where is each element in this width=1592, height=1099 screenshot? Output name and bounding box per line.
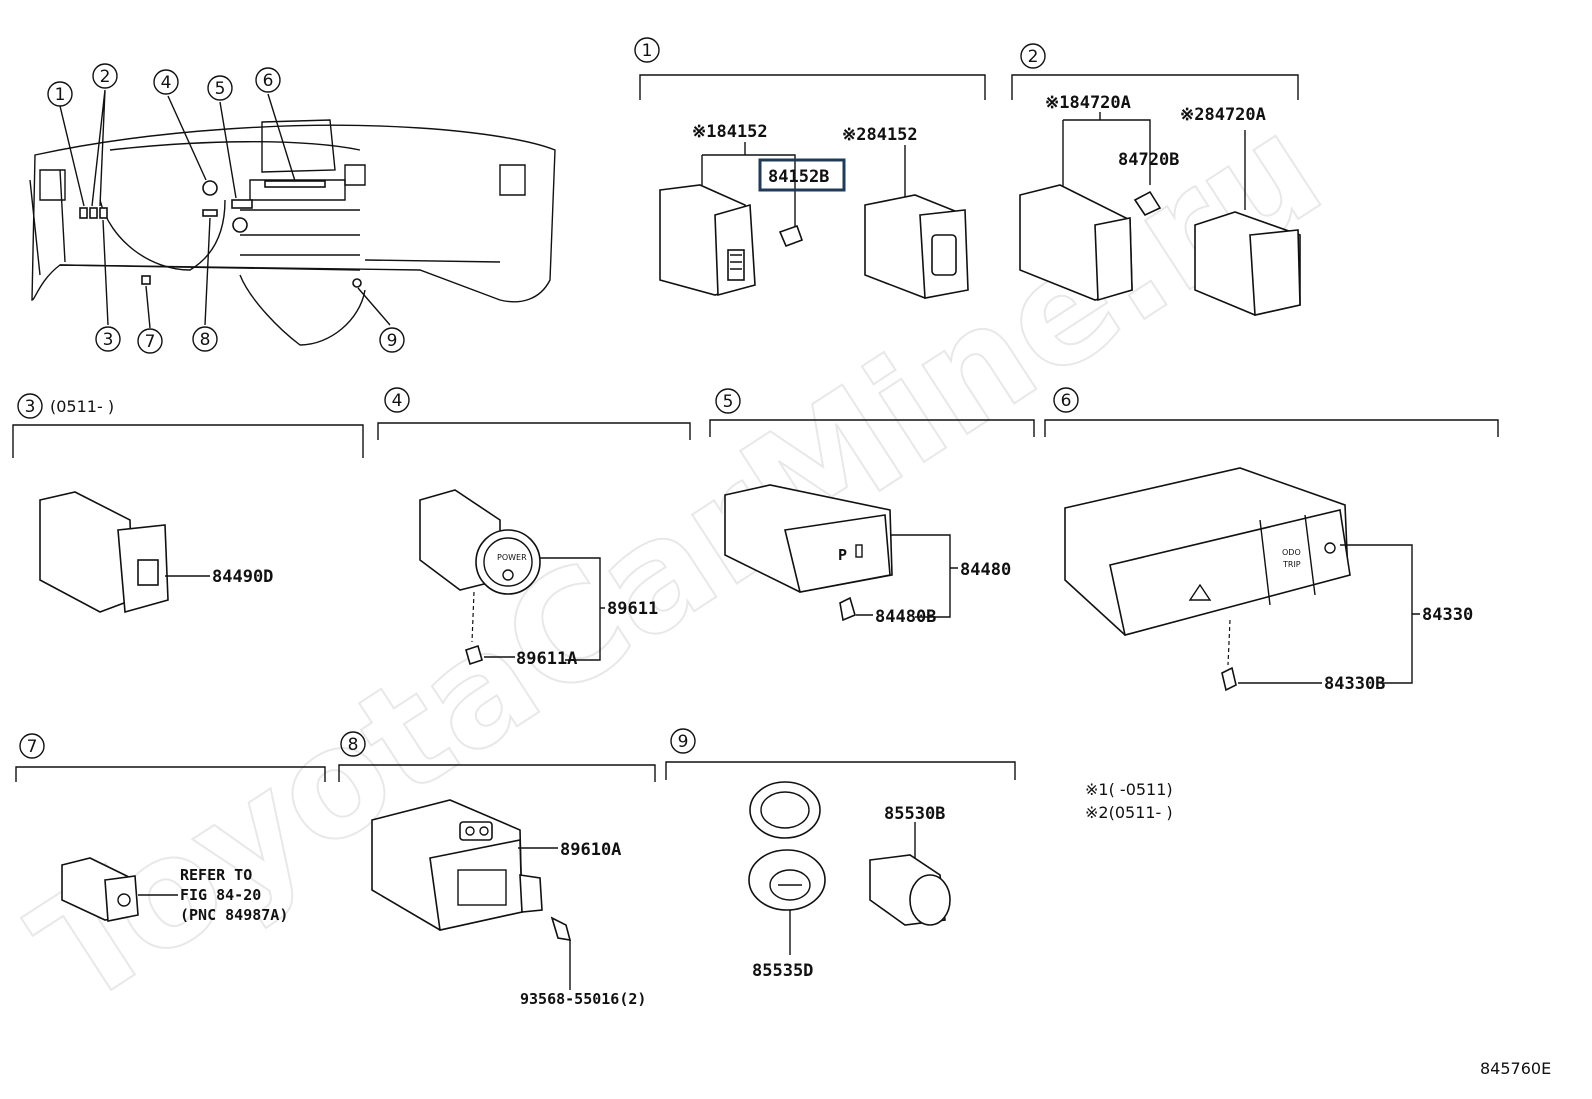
section-1-number: 1 [642,41,653,61]
section-8-number: 8 [348,735,359,755]
section-4-number: 4 [392,391,403,411]
callout-9: 9 [379,327,405,353]
label-85530B: 85530B [884,804,945,824]
label-84152-1: ※184152 [692,122,768,142]
svg-text:7: 7 [145,332,156,352]
callout-2: 2 [92,63,118,89]
svg-text:2: 2 [100,67,111,87]
svg-text:P: P [838,546,847,564]
section-9-number: 9 [678,732,689,752]
label-84490D: 84490D [212,567,273,587]
section-3-range: (0511- ) [50,397,114,416]
section-7-number: 7 [27,737,38,757]
section-7: 7 REFER TO FIG 84-20 (PNC 84987A) [15,733,326,924]
section-9: 9 85535D 85530B [665,728,1016,981]
refer-line-3: (PNC 84987A) [180,906,288,924]
section-4: 4 POWER 89611 89611A [377,387,691,669]
refer-line-2: FIG 84-20 [180,886,261,904]
label-93568-55016: 93568-55016(2) [520,990,646,1008]
label-84152-2: ※284152 [842,125,918,145]
callout-1: 1 [47,81,73,107]
svg-text:3: 3 [103,330,114,350]
dashboard-overview [29,89,556,346]
label-89610A: 89610A [560,840,621,860]
label-84720A-1: ※184720A [1045,93,1131,113]
section-6: 6 ODO TRIP 84330 84330B [1044,387,1499,694]
label-89611A: 89611A [516,649,577,669]
svg-text:8: 8 [200,330,211,350]
label-84480: 84480 [960,560,1011,580]
label-84720A-2: ※284720A [1180,105,1266,125]
section-8: 8 89610A 93568-55016(2) [338,731,656,1008]
section-6-number: 6 [1061,391,1072,411]
refer-line-1: REFER TO [180,866,252,884]
svg-text:ODO: ODO [1282,548,1301,557]
section-2-number: 2 [1028,47,1039,67]
note-2: ※2(0511- ) [1085,803,1173,822]
svg-text:6: 6 [263,71,274,91]
section-2: 2 ※184720A 84720B ※284720A [1011,43,1301,316]
figure-id: 845760E [1480,1059,1551,1078]
svg-text:TRIP: TRIP [1282,560,1301,569]
callout-7: 7 [137,328,163,354]
section-5: 5 P 84480 84480B [709,388,1035,627]
dashboard-callouts: 1 2 4 5 6 3 7 8 9 [47,63,405,354]
callout-6: 6 [255,67,281,93]
callout-4: 4 [153,69,179,95]
callout-8: 8 [192,326,218,352]
label-84330: 84330 [1422,605,1473,625]
label-84330B: 84330B [1324,674,1385,694]
label-84152B: 84152B [768,167,829,187]
callout-3: 3 [95,326,121,352]
svg-text:5: 5 [215,79,226,99]
highlight-box [758,158,846,192]
svg-text:POWER: POWER [497,553,527,562]
label-84720B: 84720B [1118,150,1179,170]
section-5-number: 5 [723,392,734,412]
section-1: 1 ※184152 84152B ※284152 [634,37,986,299]
label-85535D: 85535D [752,961,813,981]
section-3: 3 (0511- ) 84490D [12,393,364,614]
label-89611: 89611 [607,599,658,619]
note-1: ※1( -0511) [1085,780,1173,799]
svg-text:4: 4 [161,73,172,93]
section-3-number: 3 [25,397,36,417]
svg-text:9: 9 [387,331,398,351]
label-84480B: 84480B [875,607,936,627]
svg-text:1: 1 [55,85,66,105]
callout-5: 5 [207,75,233,101]
